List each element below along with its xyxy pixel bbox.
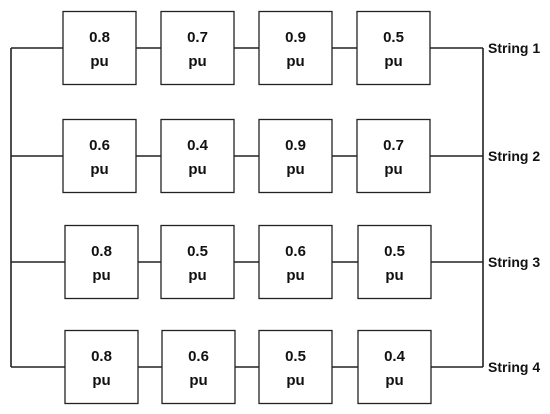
module-value: 0.6 — [188, 348, 209, 365]
pv-module: 0.8 pu — [64, 224, 139, 300]
pv-module: 0.7 pu — [160, 10, 235, 86]
string-label: String 4 — [488, 359, 540, 375]
module-unit: pu — [90, 53, 108, 70]
module-box — [357, 224, 432, 300]
module-unit: pu — [286, 53, 304, 70]
module-value: 0.6 — [89, 137, 110, 154]
module-unit: pu — [92, 372, 110, 389]
pv-module: 0.8 pu — [64, 329, 139, 405]
module-box — [64, 329, 139, 405]
module-value: 0.5 — [383, 29, 404, 46]
pv-module: 0.5 pu — [357, 224, 432, 300]
module-unit: pu — [188, 161, 206, 178]
module-box — [258, 224, 333, 300]
module-value: 0.4 — [187, 137, 209, 154]
pv-module: 0.6 pu — [161, 329, 236, 405]
module-box — [160, 10, 235, 86]
pv-module: 0.8 pu — [62, 10, 137, 86]
string-label: String 1 — [488, 40, 540, 56]
module-box — [62, 118, 137, 194]
module-box — [62, 10, 137, 86]
module-unit: pu — [286, 372, 304, 389]
string-row: 0.8 pu 0.5 pu 0.6 pu 0.5 pu String 3 — [11, 224, 540, 300]
module-box — [258, 10, 333, 86]
module-value: 0.8 — [91, 243, 112, 260]
module-box — [356, 10, 431, 86]
module-unit: pu — [286, 267, 304, 284]
pv-module: 0.4 pu — [160, 118, 235, 194]
module-value: 0.8 — [89, 29, 110, 46]
module-unit: pu — [385, 372, 403, 389]
pv-module: 0.5 pu — [258, 329, 333, 405]
module-box — [258, 118, 333, 194]
pv-module: 0.5 pu — [160, 224, 235, 300]
module-value: 0.9 — [285, 29, 306, 46]
module-box — [258, 329, 333, 405]
module-box — [64, 224, 139, 300]
module-box — [161, 329, 236, 405]
module-unit: pu — [385, 267, 403, 284]
module-unit: pu — [286, 161, 304, 178]
module-unit: pu — [92, 267, 110, 284]
pv-module: 0.6 pu — [258, 224, 333, 300]
module-unit: pu — [90, 161, 108, 178]
module-box — [357, 329, 432, 405]
pv-module: 0.9 pu — [258, 10, 333, 86]
string-row: 0.6 pu 0.4 pu 0.9 pu 0.7 pu String 2 — [11, 118, 540, 194]
pv-module: 0.9 pu — [258, 118, 333, 194]
module-box — [160, 118, 235, 194]
module-value: 0.5 — [384, 243, 405, 260]
module-value: 0.5 — [285, 348, 306, 365]
module-value: 0.5 — [187, 243, 208, 260]
module-value: 0.9 — [285, 137, 306, 154]
string-label: String 3 — [488, 254, 540, 270]
module-value: 0.7 — [383, 137, 404, 154]
module-value: 0.4 — [384, 348, 406, 365]
string-row: 0.8 pu 0.6 pu 0.5 pu 0.4 pu String 4 — [11, 329, 540, 405]
module-unit: pu — [384, 53, 402, 70]
pv-module: 0.7 pu — [356, 118, 431, 194]
module-unit: pu — [384, 161, 402, 178]
string-row: 0.8 pu 0.7 pu 0.9 pu 0.5 pu String 1 — [11, 10, 540, 86]
module-value: 0.8 — [91, 348, 112, 365]
module-unit: pu — [189, 372, 207, 389]
module-value: 0.7 — [187, 29, 208, 46]
module-unit: pu — [188, 267, 206, 284]
module-value: 0.6 — [285, 243, 306, 260]
module-box — [160, 224, 235, 300]
pv-module: 0.6 pu — [62, 118, 137, 194]
pv-module: 0.4 pu — [357, 329, 432, 405]
module-unit: pu — [188, 53, 206, 70]
pv-module: 0.5 pu — [356, 10, 431, 86]
string-label: String 2 — [488, 148, 540, 164]
module-box — [356, 118, 431, 194]
